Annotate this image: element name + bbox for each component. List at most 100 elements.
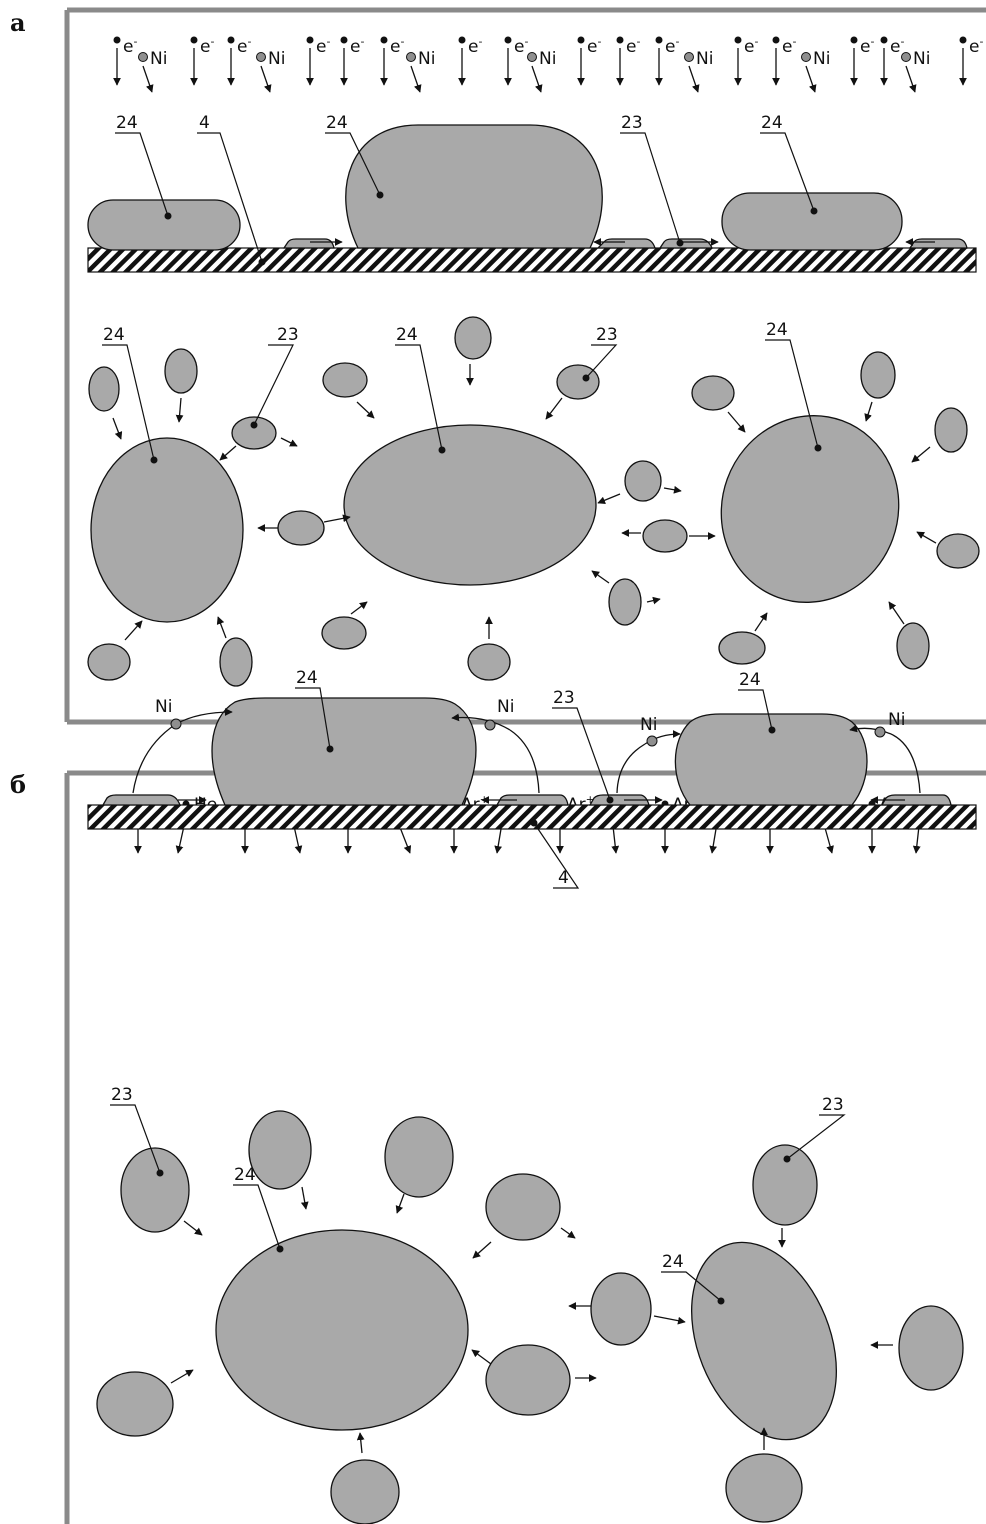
particle <box>485 1173 561 1241</box>
panel-a-letter: а <box>10 8 26 37</box>
particle <box>624 460 662 502</box>
particle-23 <box>596 238 656 249</box>
label-23: 23 <box>822 1095 844 1115</box>
nickel-label: Ni <box>150 49 167 69</box>
label-24: 24 <box>326 113 348 133</box>
label-4: 4 <box>558 868 569 888</box>
nickel-atom <box>256 52 266 62</box>
particle <box>485 1344 571 1416</box>
particle-23 <box>880 794 952 806</box>
nickel-atoms <box>170 718 886 747</box>
electron <box>190 36 198 44</box>
particle <box>87 643 131 681</box>
particle <box>322 362 368 398</box>
label-24: 24 <box>739 670 761 690</box>
electron <box>380 36 388 44</box>
electron <box>306 36 314 44</box>
electron <box>772 36 780 44</box>
electron-label: e- <box>665 35 679 57</box>
label-24: 24 <box>103 325 125 345</box>
particle <box>936 533 980 569</box>
label-24: 24 <box>761 113 783 133</box>
electron <box>504 36 512 44</box>
electron <box>880 36 888 44</box>
nickel-atom <box>406 52 416 62</box>
nickel-arrow <box>805 65 817 93</box>
particle <box>96 1371 174 1437</box>
electron <box>959 36 967 44</box>
particle <box>88 366 120 412</box>
particle-23 <box>231 416 277 450</box>
panel-a-top-callouts <box>102 339 819 461</box>
label-24: 24 <box>766 320 788 340</box>
electron-label: e- <box>782 35 796 57</box>
electron <box>734 36 742 44</box>
electron <box>655 36 663 44</box>
panel-b-top-view <box>96 1110 964 1524</box>
particle <box>330 1459 400 1524</box>
nickel-atom <box>874 726 886 738</box>
particle-24 <box>345 124 603 249</box>
panel-b-side-view <box>101 697 952 806</box>
nickel-arrow <box>688 65 700 93</box>
particle-23 <box>588 794 650 806</box>
label-23: 23 <box>553 688 575 708</box>
particle-23 <box>658 238 714 249</box>
nickel-label: Ni <box>155 697 172 717</box>
electron-label: e- <box>316 35 330 57</box>
electron-label: e- <box>587 35 601 57</box>
nickel-label: Ni <box>418 49 435 69</box>
panel-a-top-arrows <box>112 364 937 641</box>
particle <box>467 643 511 681</box>
electron <box>113 36 121 44</box>
particle <box>384 1116 454 1198</box>
label-23: 23 <box>621 113 643 133</box>
label-24: 24 <box>116 113 138 133</box>
particle-24 <box>720 415 900 603</box>
label-23: 23 <box>596 325 618 345</box>
nickel-atom <box>684 52 694 62</box>
particle-24 <box>721 192 903 251</box>
electron-label: e- <box>350 35 364 57</box>
particle <box>725 1453 803 1523</box>
nickel-atom <box>646 735 658 747</box>
electron <box>850 36 858 44</box>
nickel-arrow <box>142 65 154 93</box>
electron <box>616 36 624 44</box>
nickel-atom <box>801 52 811 62</box>
particle <box>321 616 367 650</box>
nickel-atom <box>527 52 537 62</box>
particle <box>608 578 642 626</box>
nickel-arrow <box>410 65 422 93</box>
label-23: 23 <box>277 325 299 345</box>
particle <box>277 510 325 546</box>
particle-23 <box>752 1144 818 1226</box>
electron <box>577 36 585 44</box>
particle-24 <box>90 437 244 623</box>
particle <box>248 1110 312 1190</box>
panel-a-side-view <box>87 124 968 251</box>
particle <box>898 1305 964 1391</box>
panel-b-top-callouts <box>110 1104 846 1302</box>
label-23: 23 <box>111 1085 133 1105</box>
label-24: 24 <box>662 1252 684 1272</box>
electron-label: e- <box>860 35 874 57</box>
particle-23 <box>495 794 569 806</box>
particle <box>934 407 968 453</box>
particle <box>454 316 492 360</box>
electron-label: e- <box>468 35 482 57</box>
particle-24 <box>691 1241 837 1441</box>
nickel-label: Ni <box>813 49 830 69</box>
particle-24 <box>215 1229 469 1431</box>
nickel-atom <box>484 719 496 731</box>
electron <box>458 36 466 44</box>
nickel-arrow <box>905 65 917 93</box>
particle <box>718 631 766 665</box>
particle-24 <box>87 199 241 251</box>
nickel-atom <box>138 52 148 62</box>
nickel-atom <box>901 52 911 62</box>
electron-label: e- <box>626 35 640 57</box>
particle-24 <box>674 713 868 806</box>
